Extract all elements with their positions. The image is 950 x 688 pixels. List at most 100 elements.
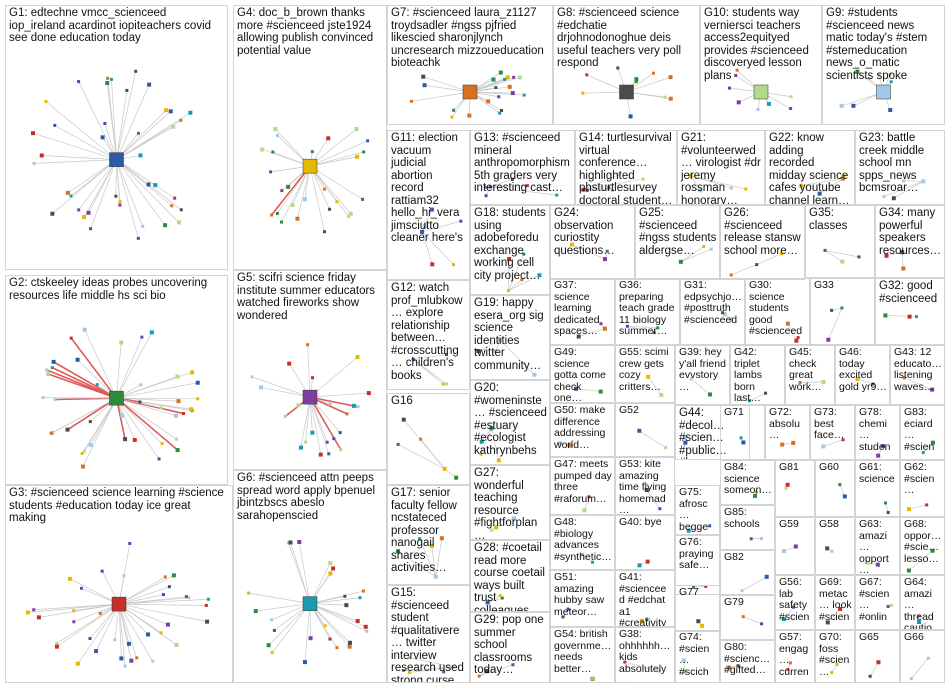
graph-node[interactable] [830,308,834,312]
graph-node[interactable] [789,95,793,99]
graph-node[interactable] [871,382,875,386]
graph-hub-node[interactable] [462,84,478,100]
graph-node[interactable] [749,537,753,541]
graph-node[interactable] [930,548,935,553]
graph-node[interactable] [361,197,365,201]
graph-node[interactable] [365,629,369,633]
graph-node[interactable] [537,273,542,278]
graph-node[interactable] [310,430,315,435]
graph-node[interactable] [39,153,44,158]
graph-node[interactable] [45,368,49,372]
graph-node[interactable] [175,448,180,453]
graph-node[interactable] [163,575,167,579]
group-G38[interactable]: G38: ohhhhhh… kids absolutely… [615,627,675,683]
graph-node[interactable] [335,200,339,204]
graph-node[interactable] [80,452,84,456]
graph-node[interactable] [67,576,72,581]
graph-node[interactable] [195,380,200,385]
graph-node[interactable] [639,618,644,623]
graph-node[interactable] [561,615,565,619]
graph-node[interactable] [484,669,489,674]
graph-node[interactable] [581,187,586,192]
graph-node[interactable] [582,508,587,513]
graph-node[interactable] [173,196,177,200]
graph-node[interactable] [420,229,425,234]
group-G22[interactable]: G22: know adding recorded midday science… [765,130,855,205]
graph-node[interactable] [122,574,126,578]
graph-node[interactable] [444,353,448,357]
graph-node[interactable] [651,71,655,75]
graph-node[interactable] [779,252,783,256]
graph-node[interactable] [362,150,366,154]
graph-node[interactable] [411,357,415,361]
graph-node[interactable] [136,131,140,135]
graph-node[interactable] [366,391,371,396]
group-G32[interactable]: G32: good #scienceed [875,278,945,345]
group-G40[interactable]: G40: bye [615,515,675,570]
graph-node[interactable] [366,139,370,143]
graph-node[interactable] [754,490,758,494]
graph-node[interactable] [796,336,800,340]
graph-node[interactable] [590,676,594,680]
graph-node[interactable] [396,549,401,554]
graph-node[interactable] [429,543,434,548]
graph-node[interactable] [266,643,271,648]
group-G21[interactable]: G21: #volunteerwed… virologist #dr jerem… [677,130,765,205]
graph-node[interactable] [727,665,732,670]
graph-node[interactable] [740,589,744,593]
group-G80[interactable]: G80: #scienc… #gifted… [720,640,775,683]
graph-node[interactable] [729,273,733,277]
graph-node[interactable] [270,618,274,622]
graph-node[interactable] [664,446,668,450]
graph-node[interactable] [44,100,48,104]
graph-node[interactable] [103,121,107,125]
graph-node[interactable] [682,669,687,674]
graph-node[interactable] [637,563,642,568]
graph-node[interactable] [69,336,73,340]
graph-node[interactable] [616,173,620,177]
graph-node[interactable] [184,595,188,599]
graph-node[interactable] [581,91,585,95]
graph-node[interactable] [288,540,293,545]
graph-node[interactable] [734,73,738,77]
graph-node[interactable] [566,607,570,611]
graph-node[interactable] [77,208,81,212]
graph-node[interactable] [485,600,490,605]
group-G23[interactable]: G23: battle creek middle school mn spps_… [855,130,945,205]
graph-node[interactable] [355,355,360,360]
graph-node[interactable] [322,230,326,234]
graph-node[interactable] [430,262,435,267]
graph-node[interactable] [51,359,56,364]
graph-node[interactable] [270,213,274,217]
group-G49[interactable]: G49: science gotta come check one… [550,345,615,403]
graph-node[interactable] [109,77,113,81]
graph-node[interactable] [876,660,881,665]
graph-node[interactable] [605,249,609,253]
group-G26[interactable]: G26: #scienceed release stansw school mo… [720,205,805,280]
graph-node[interactable] [153,183,158,188]
graph-node[interactable] [881,444,886,449]
graph-node[interactable] [817,191,822,196]
graph-node[interactable] [287,361,292,366]
group-G15[interactable]: G15: #scienceed student #qualitativere… … [387,585,470,683]
group-G75[interactable]: G75: afrosc… begge… [675,485,720,535]
graph-node[interactable] [138,400,142,404]
group-G27[interactable]: G27: wonderful teaching resource #fightf… [470,465,550,540]
graph-node[interactable] [296,403,301,408]
graph-node[interactable] [835,663,839,667]
graph-node[interactable] [914,315,918,319]
graph-node[interactable] [123,664,127,668]
graph-node[interactable] [444,382,448,386]
graph-node[interactable] [149,330,154,335]
graph-node[interactable] [310,150,314,154]
graph-node[interactable] [623,660,627,664]
graph-node[interactable] [36,615,41,620]
graph-node[interactable] [573,386,578,391]
group-G31[interactable]: G31: edpsychjo… #posttruth #scienceed [680,278,745,345]
group-G24[interactable]: G24: observation curiostity questions… [550,205,635,280]
graph-node[interactable] [174,413,179,418]
graph-node[interactable] [700,623,705,628]
graph-node[interactable] [419,437,423,441]
graph-node[interactable] [132,437,137,442]
graph-node[interactable] [159,406,163,410]
